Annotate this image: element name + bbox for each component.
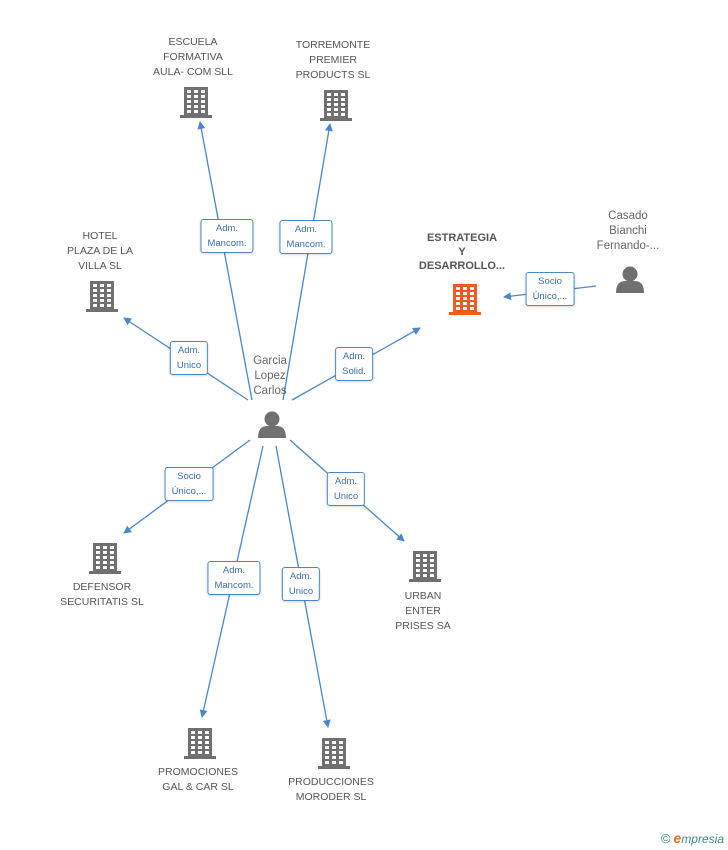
node-escuela-label[interactable]: ESCUELA FORMATIVA AULA- COM SLL — [153, 36, 233, 78]
edge-label-hotel[interactable]: Adm. Unico — [169, 341, 209, 375]
edge-label-urban[interactable]: Adm. Unico — [326, 472, 366, 506]
node-hotel-building-icon[interactable] — [86, 281, 118, 312]
node-defensor-label[interactable]: DEFENSOR SECURITATIS SL — [60, 581, 144, 608]
edge-label-producciones[interactable]: Adm. Unico — [281, 567, 321, 601]
node-casado-label[interactable]: Casado Bianchi Fernando-... — [596, 210, 660, 252]
node-producciones-label[interactable]: PRODUCCIONES MORODER SL — [288, 776, 374, 803]
node-hotel-label[interactable]: HOTEL PLAZA DE LA VILLA SL — [67, 230, 133, 272]
node-promociones-label[interactable]: PROMOCIONES GAL & CAR SL — [158, 766, 238, 793]
edge-label-promociones[interactable]: Adm. Mancom. — [207, 561, 261, 595]
center-person-name[interactable]: Garcia Lopez Carlos — [253, 355, 287, 397]
node-urban-building-icon[interactable] — [409, 551, 441, 582]
node-escuela-building-icon[interactable] — [180, 87, 212, 118]
node-estrategia-building-icon[interactable] — [449, 284, 481, 315]
edge-label-torremonte[interactable]: Adm. Mancom. — [279, 220, 333, 254]
node-promociones-building-icon[interactable] — [184, 728, 216, 759]
node-defensor-building-icon[interactable] — [89, 543, 121, 574]
node-estrategia-label[interactable]: ESTRATEGIA Y DESARROLLO... — [418, 232, 506, 272]
edge-label-estrategia-from-casado[interactable]: Socio Único,... — [525, 272, 575, 306]
brand-logo: ©empresia — [660, 830, 724, 846]
node-producciones-building-icon[interactable] — [318, 738, 350, 769]
edge-center-escuela — [197, 121, 253, 401]
edge-label-defensor[interactable]: Socio Único,... — [164, 467, 214, 501]
node-torremonte-label[interactable]: TORREMONTE PREMIER PRODUCTS SL — [295, 39, 371, 81]
center-person-icon[interactable] — [258, 411, 286, 439]
node-urban-label[interactable]: URBAN ENTER PRISES SA — [395, 590, 451, 632]
edge-center-torremonte — [282, 123, 333, 401]
copyright-icon: © — [660, 831, 671, 846]
node-torremonte-building-icon[interactable] — [320, 90, 352, 121]
edge-label-estrategia[interactable]: Adm. Solid. — [335, 347, 373, 381]
edge-label-escuela[interactable]: Adm. Mancom. — [200, 219, 254, 253]
node-casado-person-icon[interactable] — [616, 266, 644, 294]
